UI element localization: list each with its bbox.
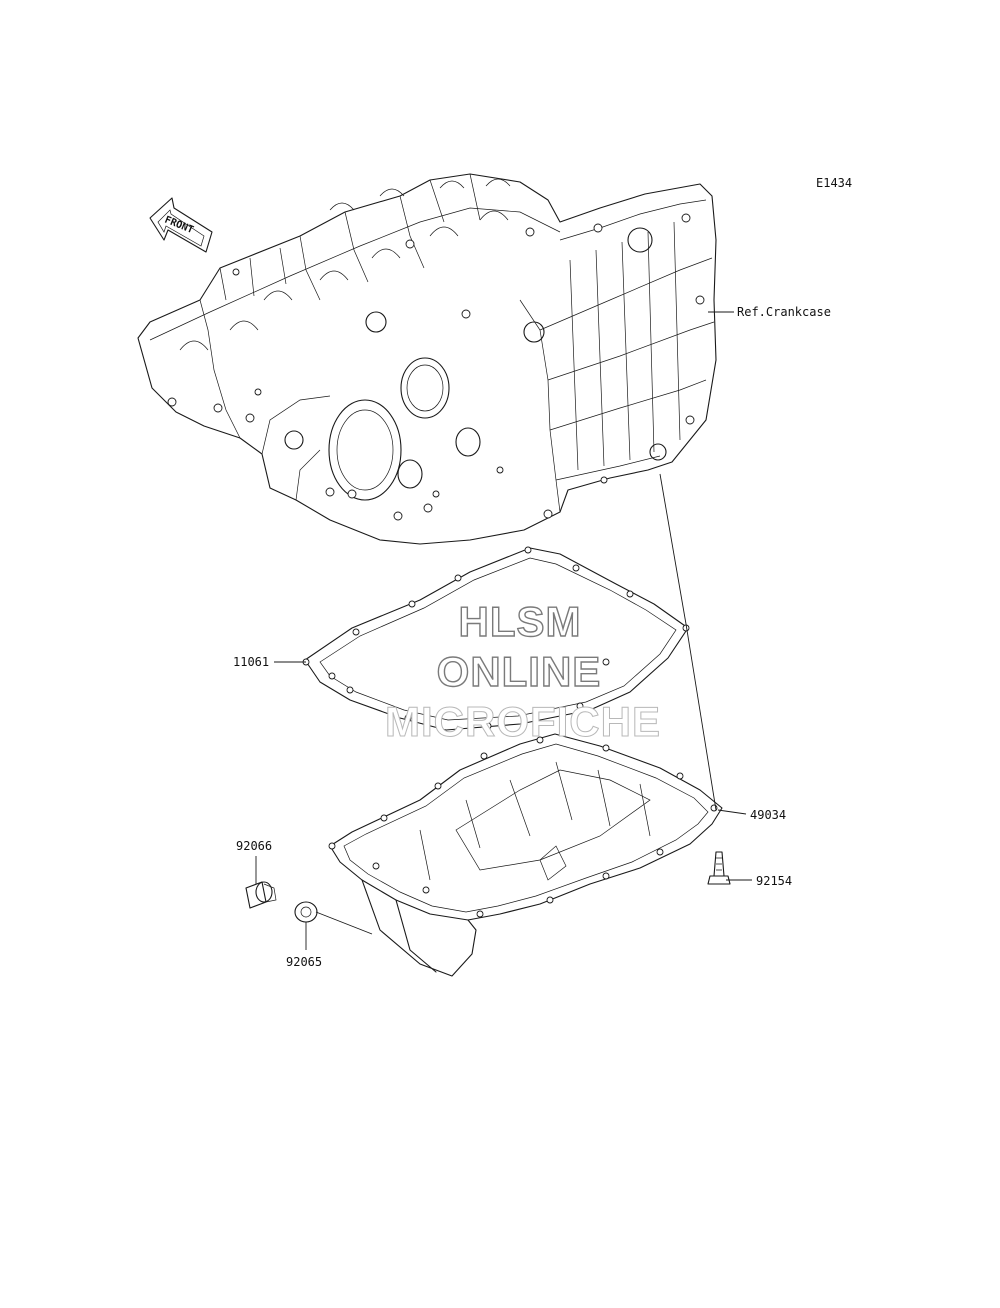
callout-ref-crankcase: Ref.Crankcase <box>737 305 831 319</box>
front-arrow-icon: FRONT <box>149 197 213 253</box>
callout-92066: 92066 <box>236 839 273 853</box>
leader-lines <box>255 311 752 950</box>
bolt-illustration <box>707 851 731 885</box>
oil-pan-illustration <box>328 733 723 977</box>
watermark-line3: MICROFICHE <box>385 698 661 746</box>
callout-92154: 92154 <box>756 874 793 888</box>
watermark-line1: HLSM <box>458 597 582 645</box>
crankcase-illustration <box>137 173 717 545</box>
washer-illustration <box>294 901 318 923</box>
oil-pan-gasket-illustration <box>302 546 690 731</box>
diagram-code: E1434 <box>816 176 853 190</box>
callout-49034: 49034 <box>750 808 787 822</box>
watermark-line2: ONLINE <box>436 647 602 695</box>
callout-92065: 92065 <box>286 955 323 969</box>
drain-plug-illustration <box>245 881 277 909</box>
callout-11061: 11061 <box>233 655 270 669</box>
